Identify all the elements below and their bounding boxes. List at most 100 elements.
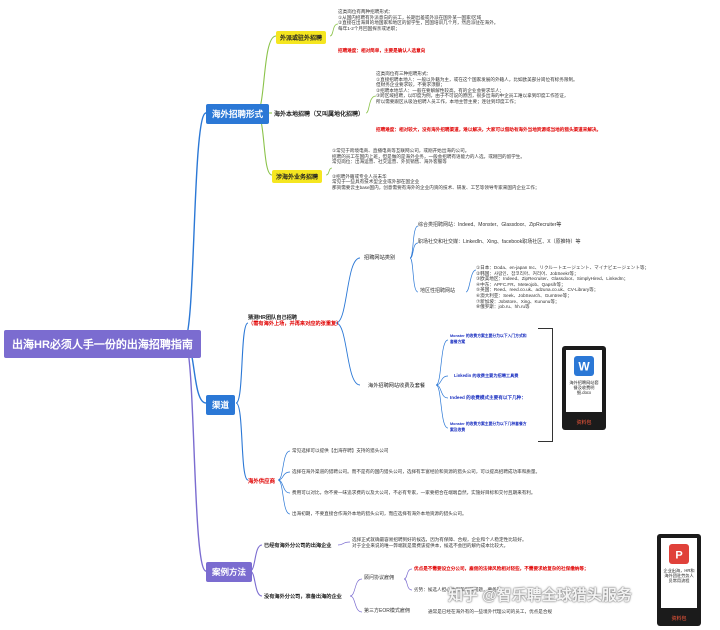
fee-item-monster: Monster 的收费方案主要分为以下入门方式和套餐方案 xyxy=(450,334,527,344)
link-forms-expat xyxy=(255,35,277,114)
local-line: 这类岗位有三种招聘形式： xyxy=(376,71,432,76)
doc-fees-tag: 资料包 xyxy=(576,420,592,426)
doc-fees-package[interactable]: W 海外招聘网站套餐及收费明细.docx 资料包 xyxy=(562,346,606,430)
regional-site-item: ③欧美地区：Indeed、ZipRecruiter、Glassdoor、Simp… xyxy=(476,276,629,282)
local-line: 但财务企业要求较，不要求须额； xyxy=(376,82,445,88)
branch-channels[interactable]: 渠道 xyxy=(206,395,236,415)
has-branch-line: 对于企业来说的唯一弊端就是需费该提供本，候选不会团的解约成本比较大。 xyxy=(352,542,509,548)
regional-site-item: ⑤英国：Reed、reed.co.uk、adzuna.co.uk、CV-Libr… xyxy=(476,287,599,293)
supplier-line-1: 常见选择可以提供【出海存聘】支持的猎头公司 xyxy=(292,448,389,453)
regional-site-item: ⑧俄罗斯：job.ru、hh.ru等 xyxy=(476,304,530,310)
zhihu-watermark: 知乎 @智乐聘全球猎头服务 xyxy=(448,587,632,604)
link-fees-items4 xyxy=(435,384,449,429)
sites-social: 职场社交和社交媒：LinkedIn、Xing、facebook职场社区、X（原推… xyxy=(418,239,581,245)
self-recruit-label: 猜测HR团队自己招聘 xyxy=(248,315,297,321)
expat-line: ②直接在出海目的地国家和地区的留学生，回国培训几个月，然后派驻在海外。 xyxy=(338,20,499,26)
regional-site-item: ④中东：APFC.FR、Meteojob、Qapsifr等； xyxy=(476,281,566,287)
doc-hr-tag: 资料包 xyxy=(671,616,687,622)
node-self-recruit[interactable]: 猜测HR团队自己招聘 （需有海外上场，并再来对应的张重复） xyxy=(246,314,343,329)
link-agreement-pros xyxy=(403,568,413,580)
remote-line: ②招聘外籍或专业人员未华 xyxy=(332,173,387,179)
doc-hr-caption: 企业出海，HR和海外团驻劳务人员常用流程 xyxy=(663,568,695,583)
link-fees-items2 xyxy=(435,375,449,386)
eor-text: 通常是已经在海外有的一些境外代理公司的员工，优点是合规 xyxy=(428,609,553,614)
remote-line: ①常见于跨境电商、直播电商等互联网公司，或刚开始出海的公司。 xyxy=(332,148,470,153)
node-consultant-agreement[interactable]: 顾问协议雇佣 xyxy=(364,575,395,581)
link-channels-supplier xyxy=(235,402,249,481)
link-self-sites xyxy=(335,257,361,324)
root-title[interactable]: 出海HR必须人手一份的出海招聘指南 xyxy=(4,330,201,358)
local-line: ②招聘本地华人：一般在要解解性较高，有的企业会要求华人； xyxy=(376,87,505,93)
link-local-text xyxy=(365,95,377,114)
link-supplier-1 xyxy=(277,450,291,481)
supplier-line-3: 费用可以对比，你不要一味追求费的以及大公司，不必有专家，一家要把合在端端自然，实… xyxy=(292,490,536,495)
local-difficulty: 招聘难度：相对较大，没有海外招聘渠道，难以解决，大家可以借助有海外当地资源或当地… xyxy=(376,127,602,132)
fee-item-indeed: Indeed 的收费模式主要有以下几种： xyxy=(450,395,526,400)
link-no-eor xyxy=(349,595,363,613)
sites-comprehensive: 综合类招聘网站：Indeed、Monster、Glassdoor、ZipRecr… xyxy=(418,222,562,228)
self-recruit-note: （需有海外上场，并再来对应的张重复） xyxy=(248,321,342,328)
regional-site-item: ①日本：Doda、en-japan Inc、リクルートエージェント、マイナビエー… xyxy=(476,265,650,270)
agreement-pros: 优点是不需要设立分公司，雇佣的法律风险相对轻些，不需要求给复杂的社保缴纳等； xyxy=(414,566,589,571)
local-description: 这类岗位有三种招聘形式： ①直接招聘本地人：一般以外籍为主，或在这个国家发展的外… xyxy=(376,71,578,105)
node-job-sites[interactable]: 招聘网站类别 xyxy=(364,255,396,261)
link-root-forms xyxy=(183,112,207,341)
expat-description: 这类岗位有两种招聘形式： ①从国内招聘有外派意向的员工，长期出差或外派在国外某一… xyxy=(338,9,498,31)
local-line: ①直接招聘本地人：一般以外籍为主，或在这个国家发展的外籍人，比如欧美部分岗位有标… xyxy=(376,76,578,82)
doc-fees-caption: 海外招聘网站套餐及收费明细.docx xyxy=(569,380,599,395)
remote-line: 常见于一些具有技术型企业或外部在国企业 xyxy=(332,179,420,185)
remote-line: 招聘的员工在国内上班，但是做的是海外业务，一般会招聘有语能力的人选，或刚回的留学… xyxy=(332,153,525,159)
link-has-text xyxy=(337,541,351,546)
link-sites-regional xyxy=(409,257,419,293)
node-overseas-supplier[interactable]: 海外供应商 xyxy=(248,479,275,485)
fee-item-linkedin: Linkedin 的收费主要为招聘工具费 xyxy=(454,373,519,378)
has-branch-line: 选择正式就确最容易招聘到好的候选，因为有保障、合规，企业和个人稳定性比较好。 xyxy=(352,537,527,542)
link-agreement-cons xyxy=(403,578,413,591)
link-sites-social xyxy=(409,242,419,259)
word-doc-icon: W xyxy=(574,356,594,376)
node-site-fees[interactable]: 海外招聘网站收费及套餐 xyxy=(368,383,426,389)
doc-hr-workflow[interactable]: P 企业出海，HR和海外团驻劳务人员常用流程 资料包 xyxy=(657,534,701,626)
expat-line: 这类岗位有两种招聘形式： xyxy=(338,9,394,14)
pdf-doc-icon: P xyxy=(669,544,689,564)
node-remote-business[interactable]: 涉海外业务招聘 xyxy=(272,170,323,183)
regional-site-item: ⑥澳大利亚：Seek、JobSearch、Gumtree等； xyxy=(476,292,572,298)
branch-recruit-forms[interactable]: 海外招聘形式 xyxy=(206,104,270,124)
node-expat-recruit[interactable]: 外派或驻外招聘 xyxy=(276,31,327,44)
link-regional-list xyxy=(465,269,477,293)
svg-text:P: P xyxy=(675,550,682,562)
regional-site-item: ②韩国：사람인、잡코리아、커리어、JobSeekr等； xyxy=(476,270,579,276)
link-channels-self xyxy=(235,322,249,404)
regional-sites-list: ①日本：Doda、en-japan Inc、リクルートエージェント、マイナビエー… xyxy=(476,265,649,310)
has-branch-text: 选择正式就确最容易招聘到好的候选，因为有保障、合规，企业和个人稳定性比较好。 对… xyxy=(352,537,527,548)
node-local-recruit[interactable]: 海外本地招聘（又叫属地化招聘） xyxy=(274,112,365,118)
link-remote-text xyxy=(325,167,333,176)
branch-cases[interactable]: 案例方法 xyxy=(206,562,253,582)
fee-item-monster-2: Monster 的收费方案主要分为以下几种套餐方案及收费 xyxy=(450,422,527,432)
supplier-line-4: 出海初期，不要直接合作海外本地的猎头公司，而应选择有海外本地资源的猎头公司。 xyxy=(292,511,467,516)
node-eor-mode[interactable]: 第三方EOR模式雇佣 xyxy=(364,608,410,614)
remote-line: 常见岗位：出海运营、社交运营、外贸销售、海外客服等 xyxy=(332,159,447,165)
node-no-branch[interactable]: 没有海外分公司，准备出海的企业 xyxy=(264,594,342,600)
remote-line: 那资需要云主base国内，创意需要有海外的企业内资的技术、研发、工艺等领导专家来… xyxy=(332,184,540,190)
link-sites-comprehensive xyxy=(409,225,419,259)
expat-line: 每年1-2个月回国探亲或述职； xyxy=(338,25,400,31)
svg-text:W: W xyxy=(578,360,590,374)
link-supplier-2 xyxy=(277,471,291,481)
node-has-branch[interactable]: 已经有海外分公司的出海企业 xyxy=(264,543,332,549)
link-fees-items xyxy=(435,339,449,386)
supplier-line-2: 选择在海外渠道的猎聘公司。而不是有的国内猎头公司，选择有丰富经验和资源的猎头公司… xyxy=(292,469,541,474)
remote-description: ①常见于跨境电商、直播电商等互联网公司，或刚开始出海的公司。 招聘的员工在国内上… xyxy=(332,148,540,191)
link-expat-text xyxy=(329,23,339,37)
agreement-cons: 劣势：候选人担心社保和保障问题，要务签。 xyxy=(414,587,506,592)
expat-difficulty: 招聘难度：相对简单，主要是确认人选意向 xyxy=(338,48,426,53)
link-supplier-4 xyxy=(277,479,291,515)
expat-line: ①从国内招聘有外派意向的员工，长期出差或外派在国外某一国家/区域 xyxy=(338,14,482,20)
sites-regional-label: 地区性招聘网站 xyxy=(420,288,456,294)
local-line: 所以需要跟区从吸泊招聘人员工作，本地主营主要；连驻到印度工作； xyxy=(376,98,519,104)
local-line: ③跨区域招聘，以印度为例，由于不可说的原因，很多出海的中企员工难以拿到印度工作签… xyxy=(376,93,569,99)
link-no-agreement xyxy=(349,578,363,597)
regional-site-item: ⑦新加坡：Jobstore、Xing、Kununu等； xyxy=(476,298,560,304)
